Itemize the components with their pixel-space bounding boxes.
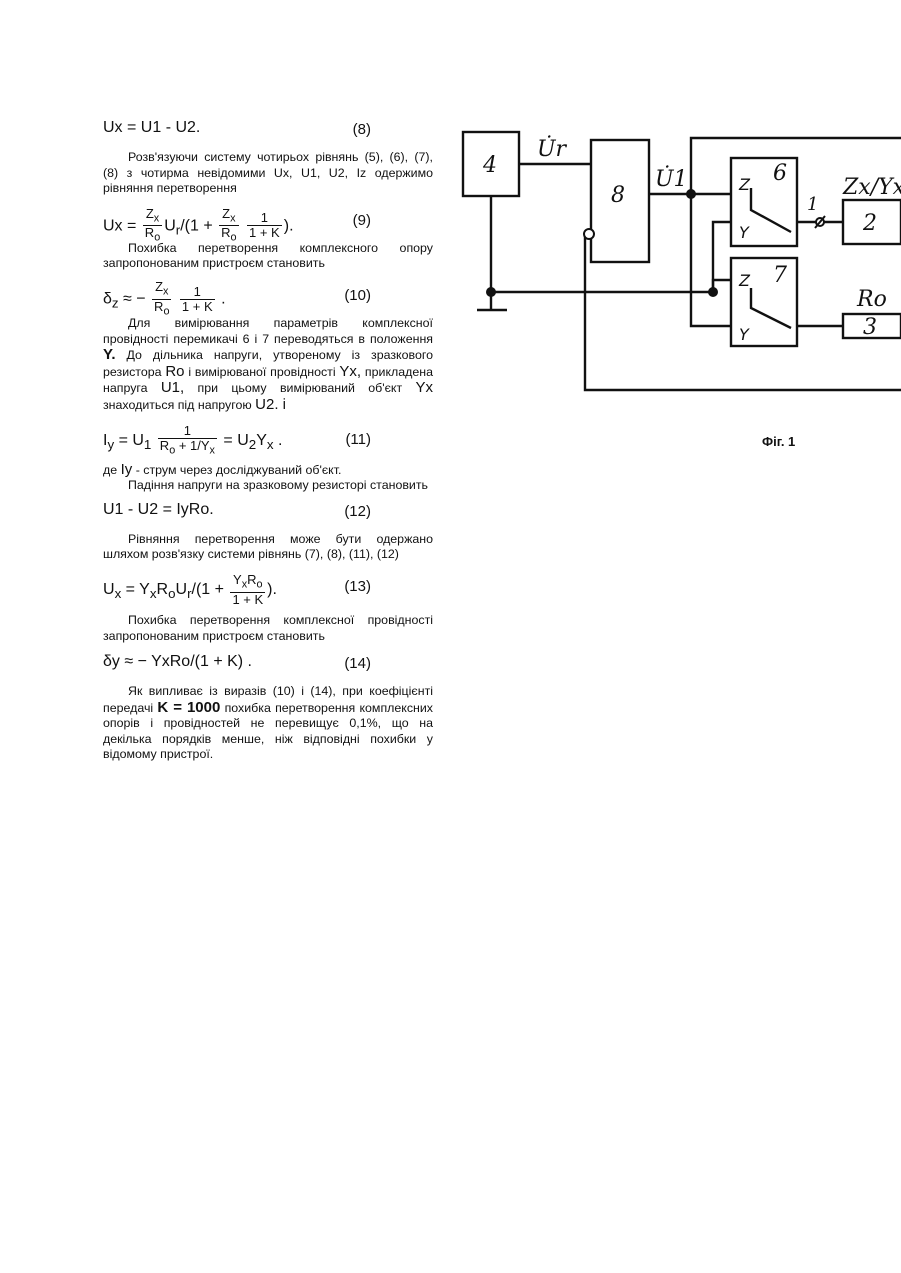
equation-8-formula: Ux = U1 - U2. — [103, 120, 200, 136]
equation-13: Ux = YxRoUr/(1 + YxRo1 + K). (13) — [103, 569, 433, 613]
equation-9-formula: Ux = ZxRoUr/(1 + ZxRo 11 + K). — [103, 207, 294, 245]
equation-13-number: (13) — [344, 579, 371, 595]
equation-11: Iy = U1 1Ro + 1/Yx = U2Yx . (11) — [103, 420, 433, 462]
equation-10-formula: δz ≈ − ZxRo 11 + K . — [103, 280, 226, 318]
equation-9-lhs: Ux = — [103, 217, 141, 234]
label-block3: 3 — [863, 315, 877, 340]
equation-9-number: (9) — [353, 213, 371, 229]
equation-11-number: (11) — [345, 432, 371, 448]
equation-8-number: (8) — [353, 122, 371, 138]
paragraph-4: де Iy - струм через досліджуваний об'єкт… — [103, 462, 433, 479]
label-z6: Z — [738, 175, 751, 194]
paragraph-8: Як випливає із виразів (10) і (14), при … — [103, 684, 433, 763]
equation-10: δz ≈ − ZxRo 11 + K . (10) — [103, 278, 433, 316]
equation-8: Ux = U1 - U2. (8) — [103, 120, 433, 150]
paragraph-1: Розв'язуючи систему чотирьох рівнянь (5)… — [103, 150, 433, 197]
paragraph-6: Рівняння перетворення може бути одержано… — [103, 532, 433, 563]
equation-12: U1 - U2 = IyRo. (12) — [103, 502, 433, 532]
label-block8: 8 — [611, 183, 625, 208]
label-y7: Y — [739, 325, 750, 344]
equation-12-number: (12) — [344, 504, 371, 520]
label-block6: 6 — [773, 161, 787, 186]
label-ur: U̇r — [537, 136, 568, 162]
label-u1: U̇1 — [655, 166, 688, 192]
equation-14: δy ≈ − YxRo/(1 + K) . (14) — [103, 654, 433, 684]
equation-14-number: (14) — [344, 656, 371, 672]
circuit-diagram: 4 8 6 7 2 3 U̇r U̇1 Zx/Yx Ro 1 Z Y Z Y — [455, 110, 901, 460]
equation-11-formula: Iy = U1 1Ro + 1/Yx = U2Yx . — [103, 424, 282, 458]
label-block7: 7 — [773, 263, 787, 288]
equation-13-formula: Ux = YxRoUr/(1 + YxRo1 + K). — [103, 573, 277, 607]
text-column: Ux = U1 - U2. (8) Розв'язуючи систему чо… — [103, 120, 433, 763]
label-zxyx: Zx/Yx — [842, 175, 901, 200]
label-node1: 1 — [807, 194, 818, 215]
label-ro: Ro — [856, 287, 887, 312]
paragraph-2: Похибка перетворення комплексного опору … — [103, 241, 433, 272]
label-z7: Z — [738, 271, 751, 290]
paragraph-5: Падіння напруги на зразковому резисторі … — [103, 478, 433, 494]
label-y6: Y — [739, 223, 750, 242]
equation-9: Ux = ZxRoUr/(1 + ZxRo 11 + K). (9) — [103, 203, 433, 241]
label-block4: 4 — [482, 153, 497, 178]
equation-12-formula: U1 - U2 = IyRo. — [103, 502, 214, 518]
paragraph-7: Похибка перетворення комплексної провідн… — [103, 613, 433, 644]
equation-14-formula: δy ≈ − YxRo/(1 + K) . — [103, 654, 252, 670]
equation-10-number: (10) — [344, 288, 371, 304]
paragraph-3: Для вимірювання параметрів комплексної п… — [103, 316, 433, 414]
figure-caption: Фіг. 1 — [762, 434, 795, 449]
label-block2: 2 — [862, 211, 877, 236]
